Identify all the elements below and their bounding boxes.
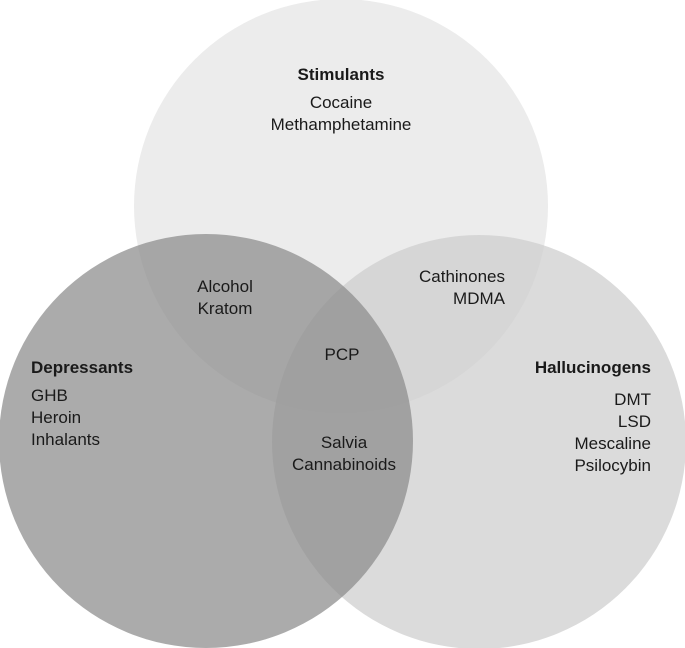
all-three-overlap: PCP: [292, 344, 392, 366]
overlap-item: Alcohol: [197, 277, 253, 296]
depressants-item: GHB: [31, 386, 68, 405]
depressants-label-group: Depressants GHB Heroin Inhalants: [31, 357, 191, 451]
stimulants-label-group: Stimulants Cocaine Methamphetamine: [241, 64, 441, 136]
hallucinogens-item: Mescaline: [574, 434, 651, 453]
overlap-item: Cannabinoids: [292, 455, 396, 474]
depressants-hallucinogens-overlap: Salvia Cannabinoids: [279, 432, 409, 476]
overlap-item: Kratom: [197, 299, 253, 318]
depressants-item: Heroin: [31, 408, 82, 427]
hallucinogens-item: Psilocybin: [574, 456, 651, 475]
overlap-item: MDMA: [453, 289, 505, 308]
hallucinogens-item: DMT: [614, 390, 651, 409]
stimulants-item: Cocaine: [309, 93, 373, 112]
hallucinogens-title: Hallucinogens: [534, 358, 651, 377]
depressants-item: Inhalants: [31, 430, 100, 449]
overlap-item: Salvia: [320, 433, 368, 452]
stimulants-hallucinogens-overlap: Cathinones MDMA: [385, 266, 505, 310]
hallucinogens-label-group: Hallucinogens DMT LSD Mescaline Psilocyb…: [491, 357, 651, 477]
depressants-title: Depressants: [31, 358, 134, 377]
hallucinogens-item: LSD: [617, 412, 651, 431]
overlap-item: PCP: [324, 345, 360, 364]
overlap-item: Cathinones: [418, 267, 505, 286]
stimulants-title: Stimulants: [297, 65, 385, 84]
depressants-circle: [0, 234, 413, 648]
stimulants-depressants-overlap: Alcohol Kratom: [165, 276, 285, 320]
stimulants-item: Methamphetamine: [270, 115, 412, 134]
